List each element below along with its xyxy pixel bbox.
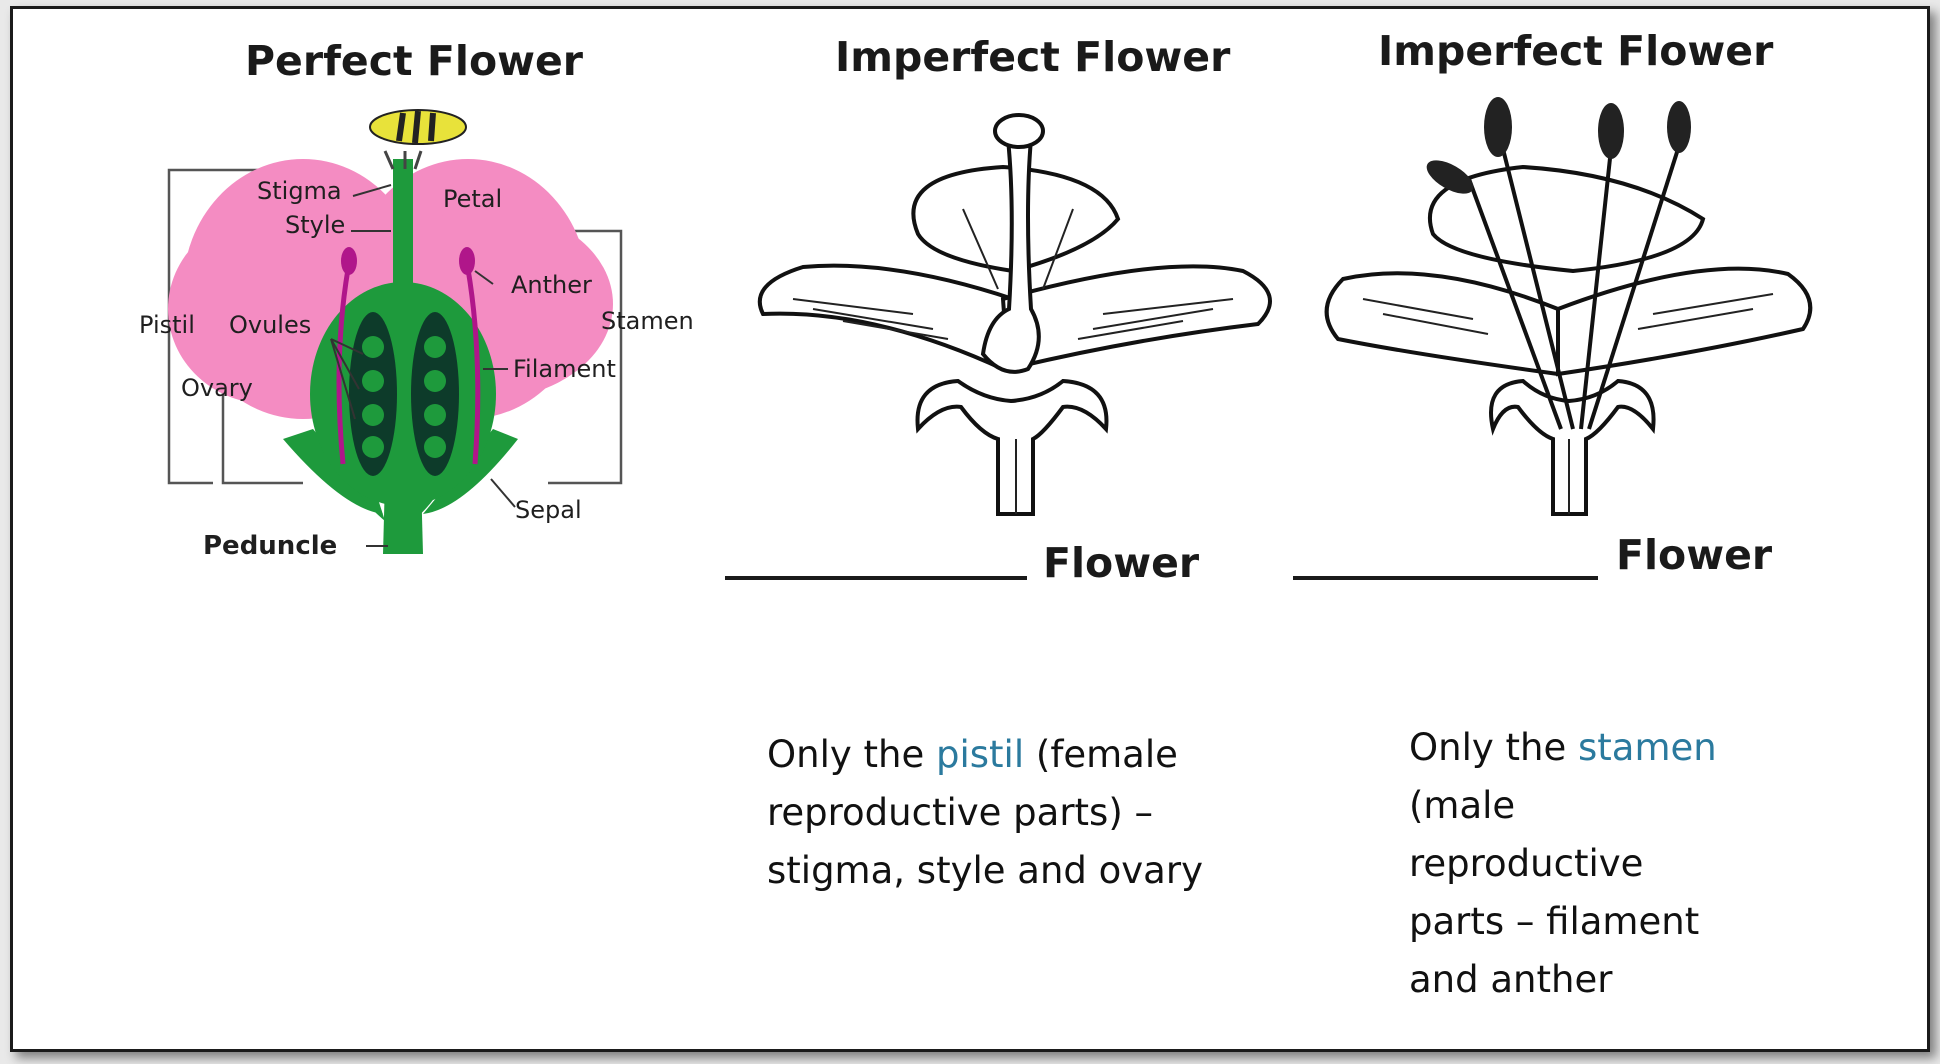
imperfect-flower-title-2: Imperfect Flower	[1378, 27, 1774, 75]
perfect-flower-illustration	[167, 109, 623, 554]
imperfect-flower-title-1: Imperfect Flower	[835, 33, 1231, 81]
pistil-shape	[980, 137, 1041, 374]
answer-blank-1[interactable]	[725, 576, 1027, 580]
ovule-shapes	[362, 336, 446, 458]
label-sepal: Sepal	[515, 496, 582, 524]
label-ovules: Ovules	[229, 311, 312, 339]
label-anther: Anther	[511, 271, 592, 299]
label-pistil: Pistil	[139, 311, 195, 339]
label-stigma: Stigma	[257, 177, 342, 205]
blank-word-2: Flower	[1616, 531, 1773, 579]
label-style: Style	[285, 211, 346, 239]
desc-lead-1: Only the	[767, 733, 936, 776]
term-stamen: stamen	[1578, 726, 1717, 769]
desc-rest-2: (male reproductive parts – filament and …	[1409, 784, 1700, 1001]
bee-icon	[369, 109, 467, 170]
anther-shapes	[1426, 97, 1691, 194]
answer-blank-2[interactable]	[1293, 576, 1598, 580]
calyx-shape	[915, 378, 1109, 516]
label-petal: Petal	[443, 185, 503, 213]
label-filament: Filament	[513, 355, 616, 383]
desc-lead-2: Only the	[1409, 726, 1578, 769]
stamen-description: Only the stamen (male reproductive parts…	[1409, 719, 1749, 1009]
term-pistil: pistil	[936, 733, 1025, 776]
perfect-flower-title: Perfect Flower	[245, 37, 584, 85]
leader-lines	[330, 184, 516, 547]
blank-word-1: Flower	[1043, 539, 1200, 587]
right-petal	[1000, 264, 1272, 372]
staminate-flower-illustration	[1324, 97, 1813, 516]
filament-lines	[1467, 148, 1680, 430]
desc-rest-1: (female reproductive parts) – stigma, st…	[767, 733, 1203, 892]
pistil-description: Only the pistil (female reproductive par…	[767, 726, 1227, 900]
stamen-shapes	[336, 268, 481, 465]
peduncle-shape	[383, 479, 423, 554]
diagram-frame: Perfect Flower	[10, 6, 1930, 1052]
label-stamen: Stamen	[601, 307, 694, 335]
style-shape	[393, 159, 413, 309]
pistillate-flower-illustration	[757, 113, 1272, 516]
label-peduncle: Peduncle	[203, 531, 338, 561]
label-ovary: Ovary	[181, 374, 253, 402]
